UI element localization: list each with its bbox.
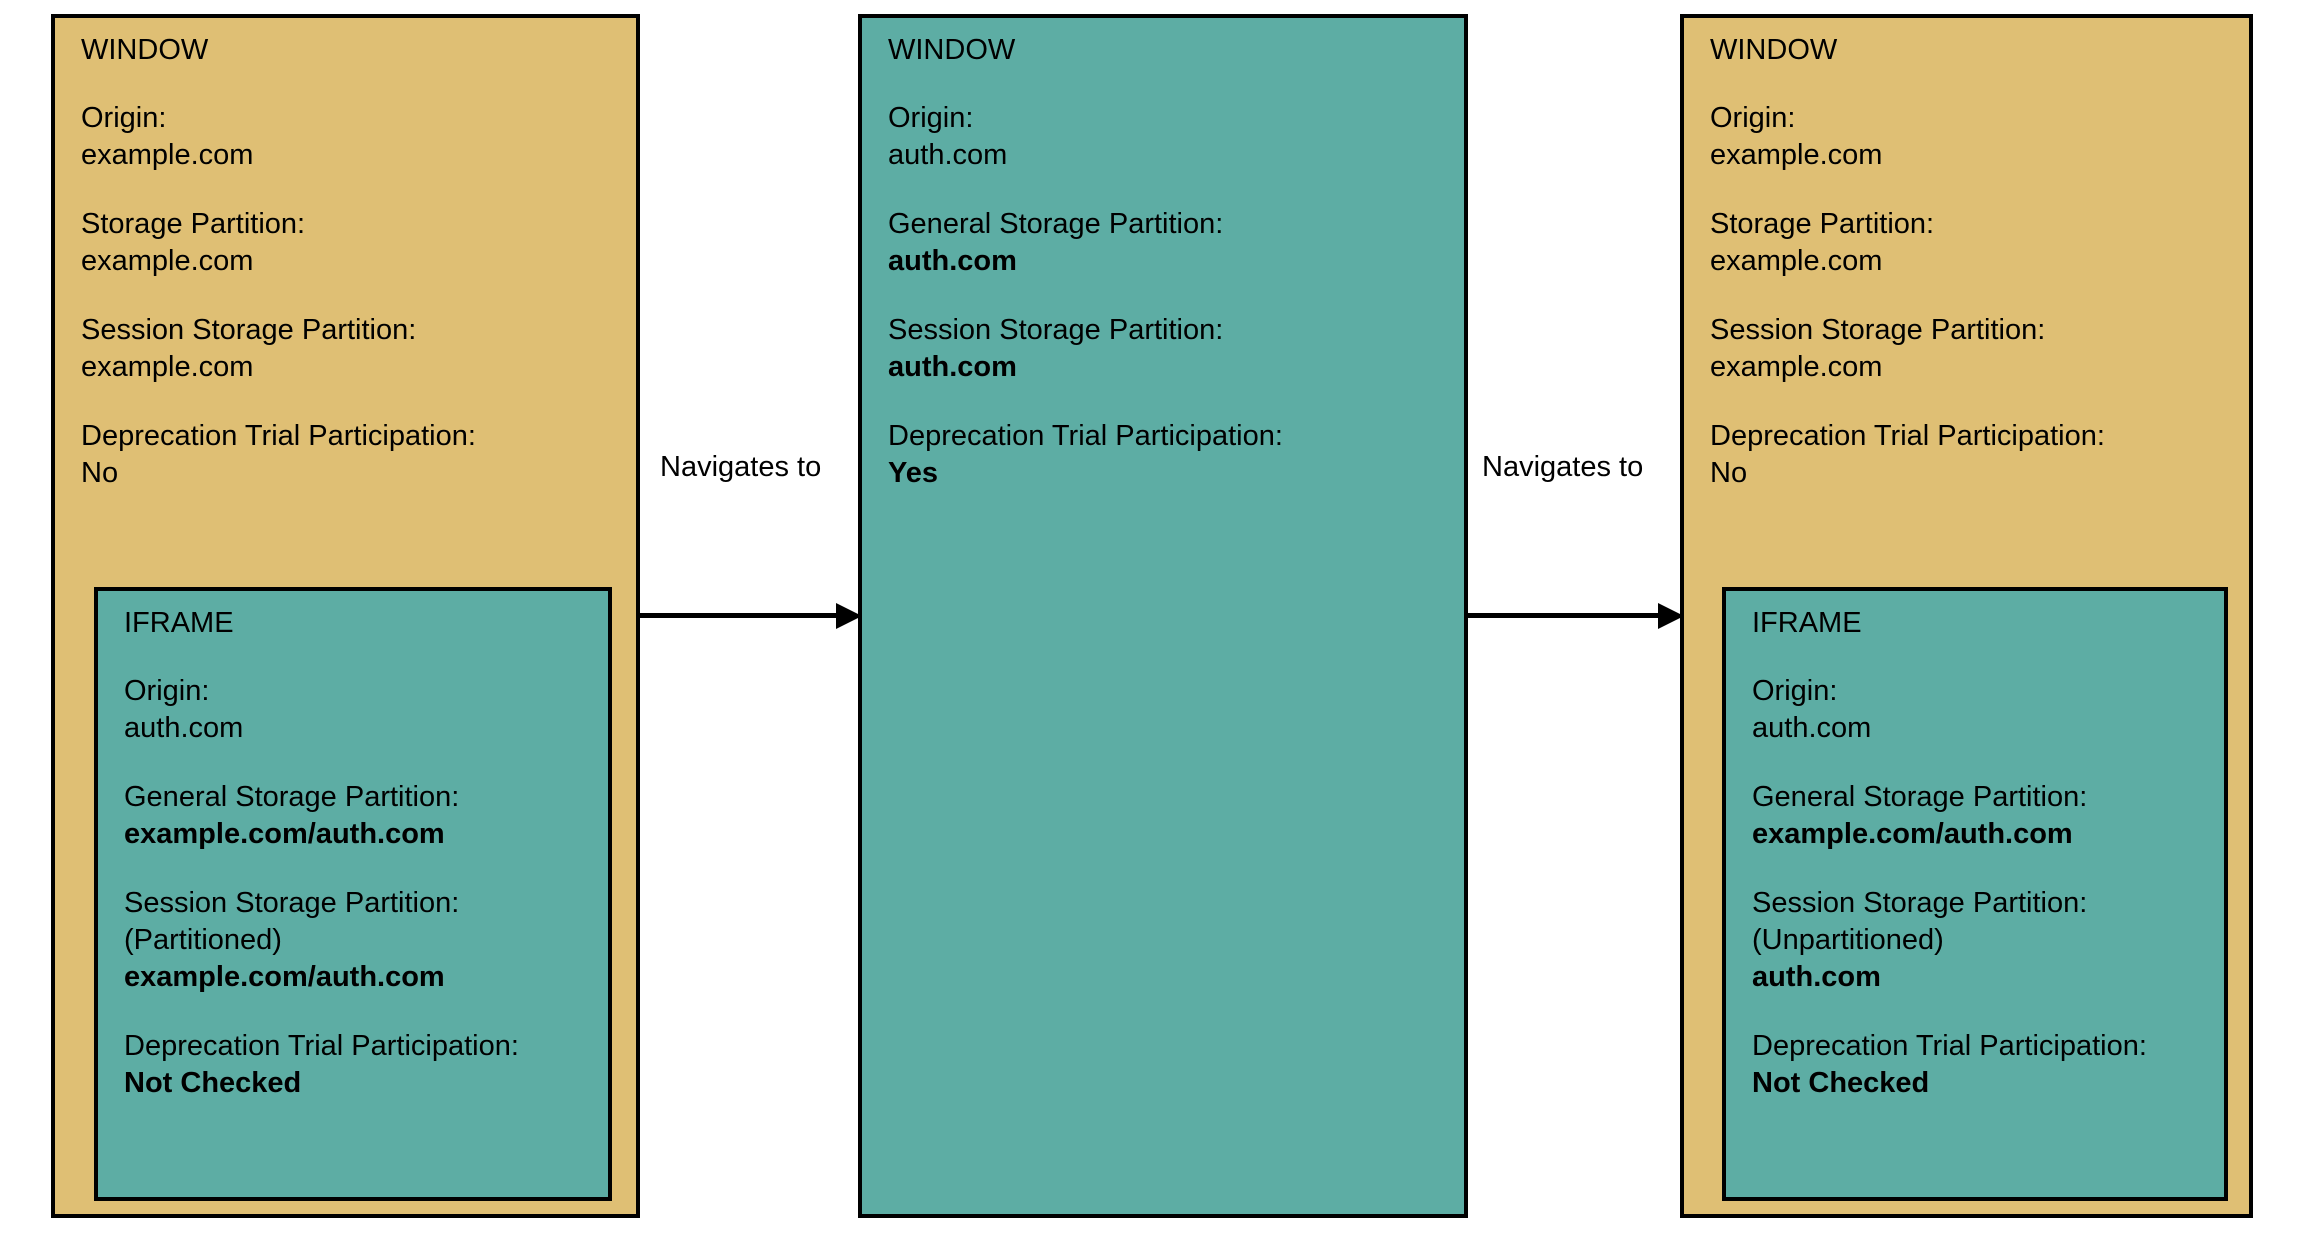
field-value: No bbox=[1710, 457, 1748, 489]
field-label: General Storage Partition: bbox=[124, 781, 460, 813]
field-value: example.com bbox=[1710, 351, 1883, 383]
field-label: Session Storage Partition: bbox=[888, 314, 1224, 346]
navigates-to-arrow-1 bbox=[640, 602, 862, 629]
window-panel-3-field-session-storage-partition: Session Storage Partition: example.com bbox=[1710, 312, 2239, 386]
window-panel-3-content: WINDOW Origin: example.com Storage Parti… bbox=[1684, 32, 2249, 492]
field-value: Not Checked bbox=[124, 1067, 302, 1099]
field-label: Origin: bbox=[888, 102, 974, 134]
window-panel-1-content: WINDOW Origin: example.com Storage Parti… bbox=[55, 32, 636, 492]
field-label: Session Storage Partition: bbox=[1710, 314, 2046, 346]
field-value: example.com bbox=[81, 351, 254, 383]
field-value: example.com/auth.com bbox=[124, 961, 445, 993]
arrow-head-icon bbox=[836, 603, 862, 629]
field-value: example.com/auth.com bbox=[124, 818, 445, 850]
window-panel-2-field-origin: Origin: auth.com bbox=[888, 100, 1454, 174]
field-label: Storage Partition: bbox=[81, 208, 306, 240]
iframe-box-3-heading: IFRAME bbox=[1752, 607, 1862, 639]
field-label: Origin: bbox=[124, 675, 210, 707]
field-label: Deprecation Trial Participation: bbox=[1710, 420, 2105, 452]
field-label: Deprecation Trial Participation: bbox=[124, 1030, 519, 1062]
window-panel-2-heading: WINDOW bbox=[888, 34, 1016, 66]
field-label: Session Storage Partition: bbox=[1752, 887, 2088, 919]
window-panel-1: WINDOW Origin: example.com Storage Parti… bbox=[51, 14, 640, 1218]
field-sublabel: (Partitioned) bbox=[124, 924, 282, 956]
arrow-head-icon bbox=[1658, 603, 1684, 629]
iframe-box-3-field-origin: Origin: auth.com bbox=[1752, 673, 2214, 747]
iframe-box-3-field-session-storage-partition: Session Storage Partition: (Unpartitione… bbox=[1752, 885, 2214, 996]
iframe-box-1-field-general-storage-partition: General Storage Partition: example.com/a… bbox=[124, 779, 598, 853]
iframe-box-1-heading: IFRAME bbox=[124, 607, 234, 639]
field-value: Yes bbox=[888, 457, 938, 489]
field-label: Session Storage Partition: bbox=[124, 887, 460, 919]
field-label: Deprecation Trial Participation: bbox=[81, 420, 476, 452]
window-panel-1-field-storage-partition: Storage Partition: example.com bbox=[81, 206, 626, 280]
window-panel-1-heading: WINDOW bbox=[81, 34, 209, 66]
field-value: example.com bbox=[1710, 139, 1883, 171]
window-panel-3-heading: WINDOW bbox=[1710, 34, 1838, 66]
window-panel-2: WINDOW Origin: auth.com General Storage … bbox=[858, 14, 1468, 1218]
field-label: Deprecation Trial Participation: bbox=[1752, 1030, 2147, 1062]
navigates-to-arrow-2 bbox=[1468, 602, 1684, 629]
window-panel-2-field-general-storage-partition: General Storage Partition: auth.com bbox=[888, 206, 1454, 280]
iframe-box-3-field-deprecation-trial: Deprecation Trial Participation: Not Che… bbox=[1752, 1028, 2214, 1102]
iframe-box-1-field-session-storage-partition: Session Storage Partition: (Partitioned)… bbox=[124, 885, 598, 996]
field-value: example.com bbox=[81, 139, 254, 171]
iframe-box-1-field-origin: Origin: auth.com bbox=[124, 673, 598, 747]
field-value: Not Checked bbox=[1752, 1067, 1930, 1099]
window-panel-1-field-session-storage-partition: Session Storage Partition: example.com bbox=[81, 312, 626, 386]
field-value: auth.com bbox=[1752, 961, 1881, 993]
field-label: General Storage Partition: bbox=[1752, 781, 2088, 813]
field-value: auth.com bbox=[124, 712, 244, 744]
window-panel-3: WINDOW Origin: example.com Storage Parti… bbox=[1680, 14, 2253, 1218]
window-panel-3-field-deprecation-trial: Deprecation Trial Participation: No bbox=[1710, 418, 2239, 492]
field-label: Origin: bbox=[1752, 675, 1838, 707]
field-label: Session Storage Partition: bbox=[81, 314, 417, 346]
window-panel-1-field-origin: Origin: example.com bbox=[81, 100, 626, 174]
field-sublabel: (Unpartitioned) bbox=[1752, 924, 1944, 956]
field-value: example.com/auth.com bbox=[1752, 818, 2073, 850]
window-panel-2-field-deprecation-trial: Deprecation Trial Participation: Yes bbox=[888, 418, 1454, 492]
arrow-2-label: Navigates to bbox=[1482, 451, 1644, 483]
iframe-box-3-field-general-storage-partition: General Storage Partition: example.com/a… bbox=[1752, 779, 2214, 853]
arrow-1-label: Navigates to bbox=[660, 451, 822, 483]
field-value: auth.com bbox=[888, 139, 1008, 171]
arrow-shaft bbox=[640, 613, 840, 618]
window-panel-2-field-session-storage-partition: Session Storage Partition: auth.com bbox=[888, 312, 1454, 386]
iframe-box-1-content: IFRAME Origin: auth.com General Storage … bbox=[98, 605, 608, 1102]
field-value: auth.com bbox=[1752, 712, 1872, 744]
field-label: Storage Partition: bbox=[1710, 208, 1935, 240]
window-panel-3-field-storage-partition: Storage Partition: example.com bbox=[1710, 206, 2239, 280]
field-label: Origin: bbox=[1710, 102, 1796, 134]
window-panel-2-content: WINDOW Origin: auth.com General Storage … bbox=[862, 32, 1464, 492]
field-label: Deprecation Trial Participation: bbox=[888, 420, 1283, 452]
iframe-box-1: IFRAME Origin: auth.com General Storage … bbox=[94, 587, 612, 1201]
iframe-box-1-field-deprecation-trial: Deprecation Trial Participation: Not Che… bbox=[124, 1028, 598, 1102]
window-panel-3-field-origin: Origin: example.com bbox=[1710, 100, 2239, 174]
iframe-box-3: IFRAME Origin: auth.com General Storage … bbox=[1722, 587, 2228, 1201]
field-value: example.com bbox=[1710, 245, 1883, 277]
arrow-shaft bbox=[1468, 613, 1662, 618]
field-label: Origin: bbox=[81, 102, 167, 134]
iframe-box-3-content: IFRAME Origin: auth.com General Storage … bbox=[1726, 605, 2224, 1102]
field-value: auth.com bbox=[888, 245, 1017, 277]
window-panel-1-field-deprecation-trial: Deprecation Trial Participation: No bbox=[81, 418, 626, 492]
field-value: No bbox=[81, 457, 119, 489]
field-value: example.com bbox=[81, 245, 254, 277]
field-label: General Storage Partition: bbox=[888, 208, 1224, 240]
field-value: auth.com bbox=[888, 351, 1017, 383]
